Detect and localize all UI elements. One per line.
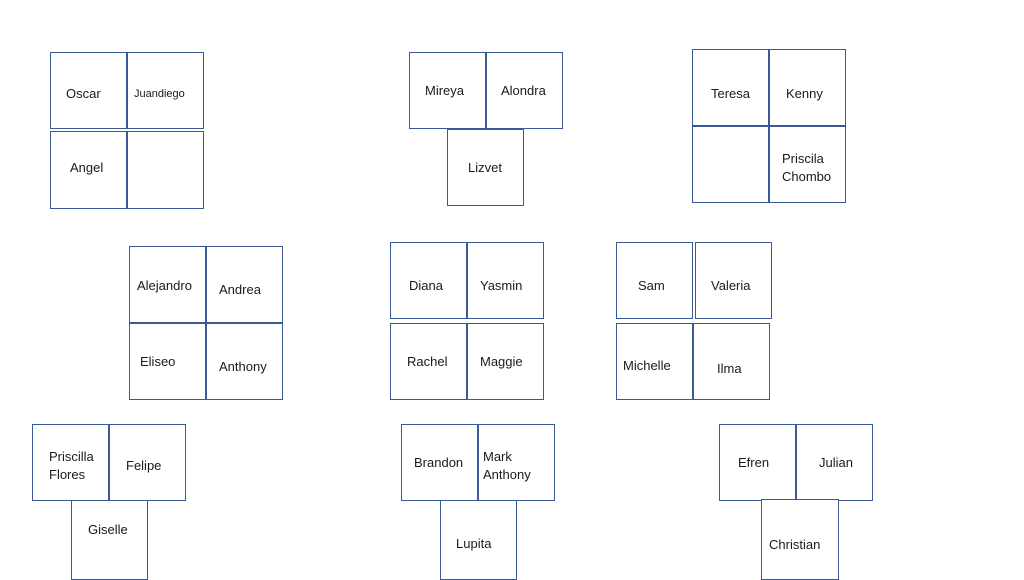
seat-teresa: Teresa bbox=[692, 49, 769, 126]
seat-brandon: Brandon bbox=[401, 424, 478, 501]
seat-sam: Sam bbox=[616, 242, 693, 319]
seat-label: Diana bbox=[409, 278, 443, 293]
seat-label: Felipe bbox=[126, 458, 162, 473]
seat-label: Maggie bbox=[480, 354, 523, 369]
seat-label: Sam bbox=[638, 278, 665, 293]
seat-rachel: Rachel bbox=[390, 323, 467, 400]
seat-eliseo: Eliseo bbox=[129, 323, 206, 400]
seat-label: Ilma bbox=[717, 361, 742, 376]
seat-diana: Diana bbox=[390, 242, 467, 319]
seat-angel: Angel bbox=[50, 131, 127, 209]
seat-label: Priscila Chombo bbox=[782, 151, 832, 184]
seat-felipe: Felipe bbox=[109, 424, 186, 501]
seat-label: Mireya bbox=[425, 83, 465, 98]
seat-label: Yasmin bbox=[480, 278, 523, 293]
seat-label: Mark Anthony bbox=[483, 449, 531, 482]
seat-anthony: Anthony bbox=[206, 323, 283, 400]
seat-label: Efren bbox=[738, 455, 770, 470]
seat-alondra: Alondra bbox=[486, 52, 563, 129]
seat-maggie: Maggie bbox=[467, 323, 544, 400]
seat-label: Alejandro bbox=[137, 278, 192, 293]
seat-giselle: Giselle bbox=[71, 500, 148, 580]
seat-andrea: Andrea bbox=[206, 246, 283, 323]
seat-label: Anthony bbox=[219, 359, 267, 374]
seat-label: Lupita bbox=[456, 536, 492, 551]
seat-label: Oscar bbox=[66, 86, 101, 101]
seat-label: Juandiego bbox=[134, 88, 185, 100]
seat-yasmin: Yasmin bbox=[467, 242, 544, 319]
seat-label: Lizvet bbox=[468, 160, 502, 175]
seat-alejandro: Alejandro bbox=[129, 246, 206, 323]
seat-label: Christian bbox=[769, 537, 821, 552]
seat-label: Angel bbox=[70, 160, 104, 175]
seat-julian: Julian bbox=[796, 424, 873, 501]
seat-michelle: Michelle bbox=[616, 323, 693, 400]
seat-mark-anthony: Mark Anthony bbox=[478, 424, 555, 501]
seat-efren: Efren bbox=[719, 424, 796, 501]
seat-label: Valeria bbox=[711, 278, 751, 293]
seat-juandiego: Juandiego bbox=[127, 52, 204, 129]
seat-priscilla-flores: Priscilla Flores bbox=[32, 424, 109, 501]
seat-valeria: Valeria bbox=[695, 242, 772, 319]
seat-empty-1 bbox=[127, 131, 204, 209]
seat-label: Teresa bbox=[711, 86, 751, 101]
seat-label: Michelle bbox=[623, 358, 671, 373]
seat-label: Priscilla Flores bbox=[49, 449, 94, 482]
seat-kenny: Kenny bbox=[769, 49, 846, 126]
seat-oscar: Oscar bbox=[50, 52, 127, 129]
seat-mireya: Mireya bbox=[409, 52, 486, 129]
seat-label: Alondra bbox=[501, 83, 546, 98]
seat-label: Giselle bbox=[88, 522, 128, 537]
seat-label: Kenny bbox=[786, 86, 823, 101]
seat-label: Brandon bbox=[414, 455, 464, 470]
seat-ilma: Ilma bbox=[693, 323, 770, 400]
seat-label: Eliseo bbox=[140, 354, 176, 369]
seat-label: Rachel bbox=[407, 354, 448, 369]
seat-priscila-chombo: Priscila Chombo bbox=[769, 126, 846, 203]
seat-empty-2 bbox=[692, 126, 769, 203]
seat-lizvet: Lizvet bbox=[447, 129, 524, 206]
seat-christian: Christian bbox=[761, 499, 839, 580]
seat-lupita: Lupita bbox=[440, 500, 517, 580]
seat-label: Andrea bbox=[219, 282, 261, 297]
seat-label: Julian bbox=[819, 455, 853, 470]
